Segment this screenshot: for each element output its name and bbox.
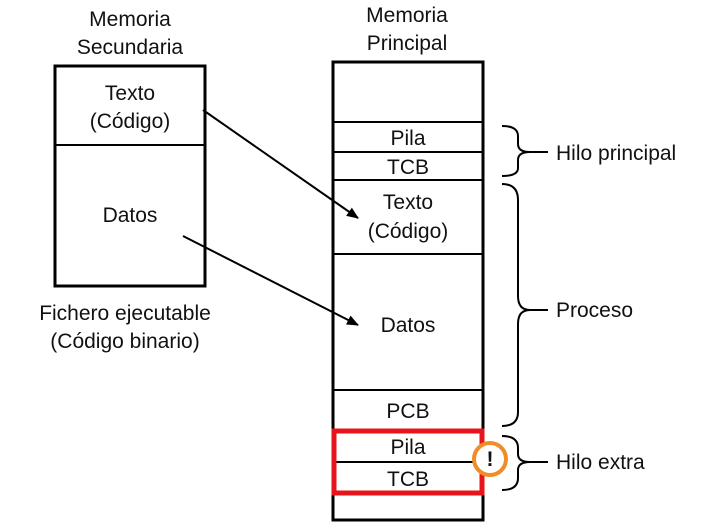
datos-arrow: [182, 235, 359, 326]
executable-file-caption-line2: (Código binario): [50, 330, 199, 353]
primary-pila-extra-label: Pila: [390, 436, 425, 459]
primary-pila-main-label: Pila: [390, 127, 425, 150]
secondary-memory-box: [53, 64, 207, 288]
hilo-principal-brace: [501, 125, 531, 177]
proceso-label: Proceso: [556, 299, 633, 322]
primary-datos-label: Datos: [381, 314, 436, 337]
primary-texto-label: Texto: [383, 191, 433, 214]
primary-tcb-extra-label: TCB: [387, 468, 429, 491]
primary-pcb-label: PCB: [386, 400, 429, 423]
warning-icon: [472, 441, 508, 477]
hilo-extra-label: Hilo extra: [556, 451, 645, 474]
texto-arrow: [202, 109, 359, 219]
executable-file-caption-line1: Fichero ejecutable: [39, 302, 211, 325]
primary-tcb-main-label: TCB: [387, 156, 429, 179]
secondary-datos-label: Datos: [103, 204, 158, 227]
primary-memory-title-line2: Principal: [367, 32, 448, 55]
warning-icon-symbol: !: [487, 448, 494, 471]
secondary-memory-title-line2: Secundaria: [77, 36, 184, 59]
secondary-texto-label: Texto: [105, 82, 155, 105]
primary-codigo-label: (Código): [368, 220, 449, 243]
warning-badge: !: [472, 441, 508, 477]
primary-memory-title-line1: Memoria: [366, 4, 448, 27]
secondary-codigo-label: (Código): [90, 110, 171, 133]
secondary-memory-title-line1: Memoria: [89, 8, 171, 31]
proceso-brace: [501, 183, 531, 427]
hilo-principal-label: Hilo principal: [556, 142, 676, 165]
